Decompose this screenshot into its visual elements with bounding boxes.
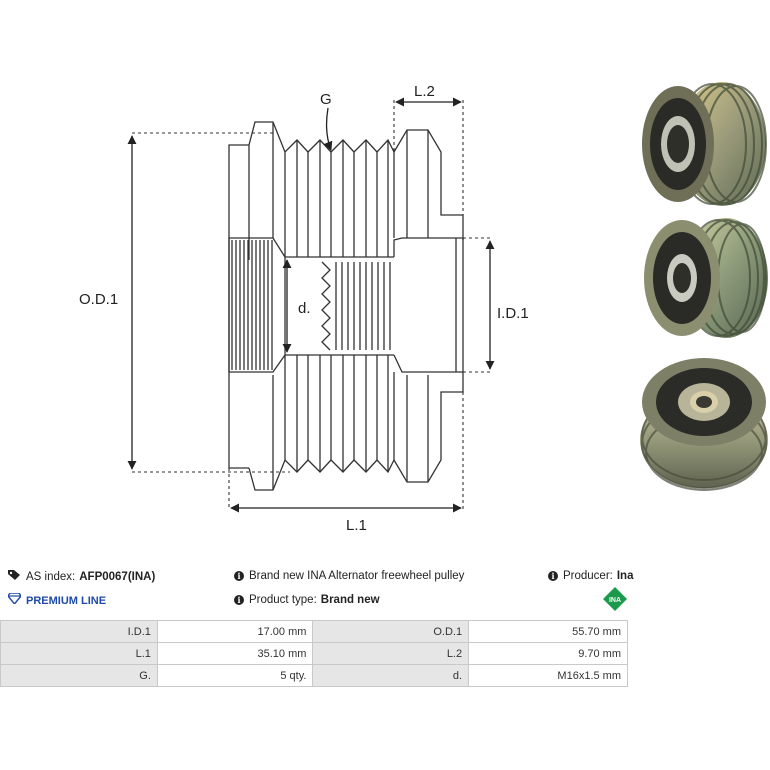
spec-label: O.D.1 (312, 620, 470, 643)
spec-value: 17.00 mm (156, 620, 314, 643)
producer-value: Ina (616, 570, 634, 582)
label-l1: L.1 (346, 517, 367, 534)
premium-line-badge: PREMIUM LINE (7, 592, 107, 608)
label-od1: O.D.1 (79, 291, 118, 308)
description-text: Brand new INA Alternator freewheel pulle… (249, 570, 465, 582)
spec-label: I.D.1 (0, 620, 158, 643)
spec-value: 5 qty. (156, 664, 314, 687)
spec-value: 9.70 mm (468, 642, 628, 665)
producer-label: Producer: (563, 570, 613, 582)
label-d: d. (298, 300, 311, 317)
spec-label: L.2 (312, 642, 470, 665)
spec-label: L.1 (0, 642, 158, 665)
product-type-value: Brand new (320, 594, 380, 606)
label-l2: L.2 (414, 83, 435, 100)
spec-value: 55.70 mm (468, 620, 628, 643)
technical-drawing: G L.2 O.D.1 I.D.1 d. L.1 (79, 83, 529, 534)
pulley-photo-front (640, 358, 768, 491)
tag-icon (8, 569, 21, 584)
product-type: i Product type: Brand new (234, 593, 380, 607)
info-icon: i (548, 571, 558, 581)
as-index-value: AFP0067(INA) (79, 570, 156, 583)
as-index-label: AS index: (26, 570, 76, 583)
ina-logo-text: INA (609, 597, 621, 604)
product-type-label: Product type: (249, 594, 317, 606)
diamond-icon (7, 592, 22, 608)
spec-value: M16x1.5 mm (468, 664, 628, 687)
ina-logo-icon: INA (603, 587, 627, 611)
description: i Brand new INA Alternator freewheel pul… (234, 569, 464, 583)
info-icon: i (234, 571, 244, 581)
info-icon: i (234, 595, 244, 605)
spec-label: G. (0, 664, 158, 687)
premium-line-label: PREMIUM LINE (26, 594, 107, 607)
pulley-photo-side (642, 82, 767, 206)
as-index: AS index: AFP0067(INA) (8, 569, 155, 584)
label-id1: I.D.1 (497, 305, 529, 322)
producer: i Producer: Ina (548, 569, 633, 583)
table-row: G.5 qty.d.M16x1.5 mm (0, 664, 628, 687)
spec-label: d. (312, 664, 470, 687)
label-g: G (320, 91, 332, 108)
spec-value: 35.10 mm (156, 642, 314, 665)
pulley-photo-angle (644, 218, 768, 338)
